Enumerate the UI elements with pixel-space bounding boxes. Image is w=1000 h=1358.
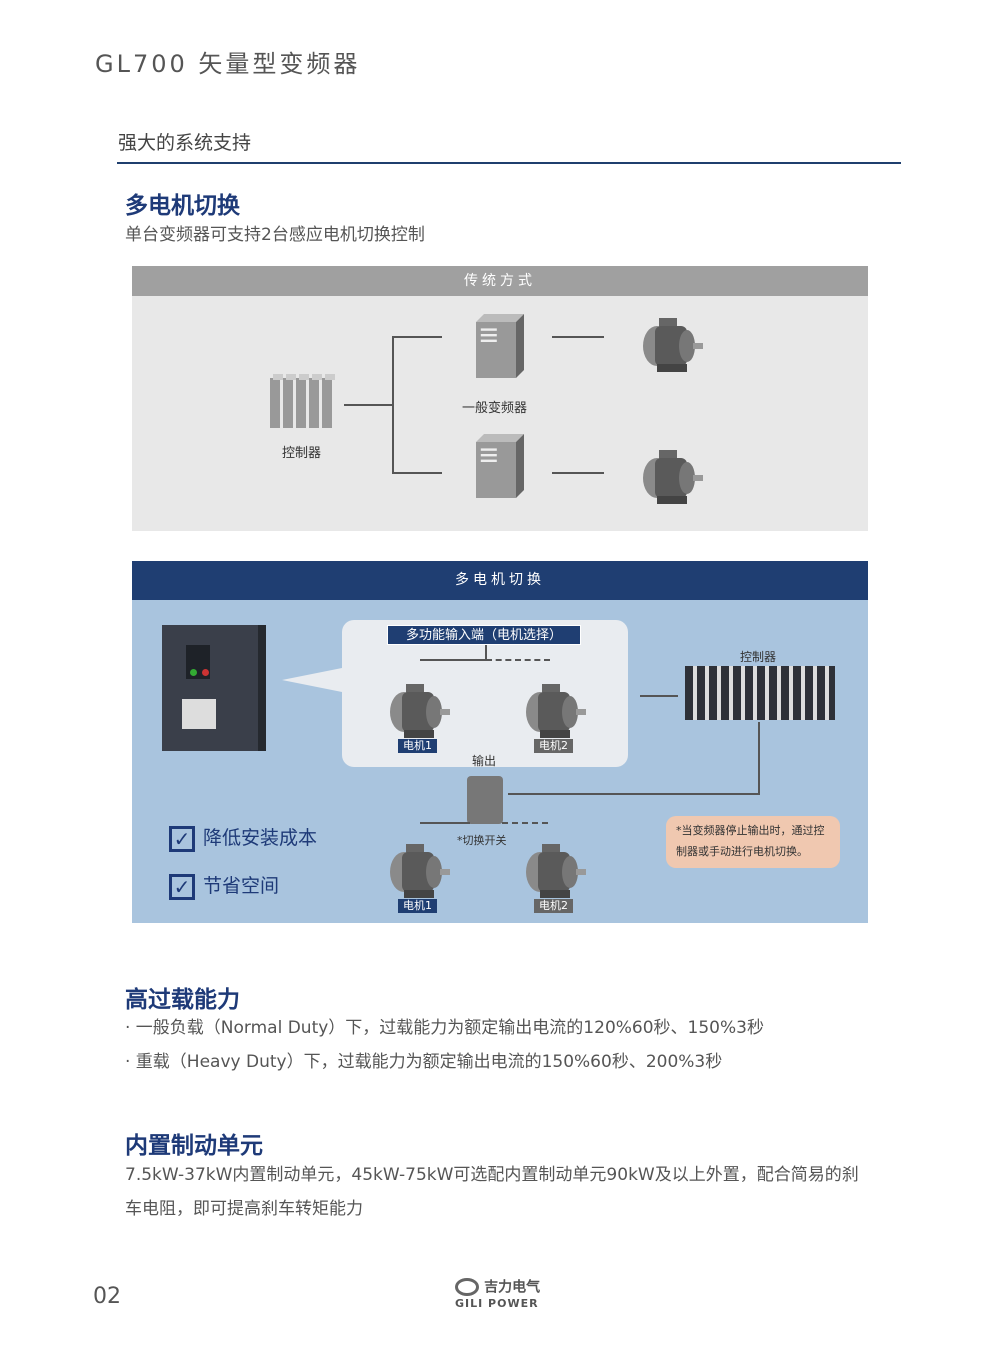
traditional-diagram: 控制器 一般变频器 [132, 296, 868, 531]
motor-icon [637, 314, 707, 376]
plc-controller-icon [685, 666, 835, 720]
controller-label: 控制器 [282, 446, 322, 461]
document-title: GL700 矢量型变频器 [95, 50, 361, 78]
checkbox-icon: ✓ [169, 873, 195, 900]
motor-2-icon [520, 840, 590, 902]
inverter-icon [476, 426, 524, 506]
motor-1-tag: 电机1 [398, 899, 437, 913]
traditional-header: 传统方式 [132, 266, 868, 296]
motor-icon [637, 446, 707, 508]
switching-note: *当变频器停止输出时，通过控制器或手动进行电机切换。 [666, 816, 840, 868]
brake-text: 7.5kW-37kW内置制动单元，45kW-75kW可选配内置制动单元90kW及… [125, 1165, 859, 1219]
multi-motor-heading: 多电机切换 [125, 193, 240, 219]
inverter-label: 一般变频器 [462, 401, 528, 416]
motor-1-tag: 电机1 [398, 739, 437, 753]
motor-2-icon [520, 680, 590, 742]
motor-2-tag: 电机2 [534, 739, 573, 753]
checkbox-icon: ✓ [169, 825, 195, 852]
overload-item: · 一般负载（Normal Duty）下，过载能力为额定输出电流的120%60秒… [125, 1018, 764, 1038]
controller-icon [270, 374, 335, 428]
switching-diagram: 多功能输入端（电机选择） 电机1 电机2 输出 *切换开关 电机1 电机2 控制… [132, 600, 868, 923]
page-number: 02 [93, 1284, 121, 1309]
inverter-icon [476, 306, 524, 386]
input-terminal-label: 多功能输入端（电机选择） [387, 625, 582, 645]
motor-2-tag: 电机2 [534, 899, 573, 913]
section-title: 强大的系统支持 [118, 132, 252, 154]
switching-header: 多电机切换 [132, 561, 868, 600]
gili-power-logo: 吉力电气 GILI POWER [455, 1277, 541, 1310]
output-label: 输出 [472, 754, 497, 768]
motor-1-icon [384, 840, 454, 902]
switch-label: *切换开关 [457, 834, 507, 847]
benefit-item: ✓节省空间 [169, 862, 317, 910]
brake-heading: 内置制动单元 [125, 1133, 263, 1159]
controller-label: 控制器 [740, 650, 777, 664]
inverter-product-image [162, 625, 266, 751]
motor-1-icon [384, 680, 454, 742]
section-divider [117, 162, 901, 164]
overload-item: · 重载（Heavy Duty）下，过载能力为额定输出电流的150%60秒、20… [125, 1052, 723, 1072]
switch-icon [467, 776, 503, 824]
multi-motor-subtitle: 单台变频器可支持2台感应电机切换控制 [125, 225, 425, 245]
overload-heading: 高过载能力 [125, 987, 240, 1013]
benefit-item: ✓降低安装成本 [169, 814, 317, 862]
